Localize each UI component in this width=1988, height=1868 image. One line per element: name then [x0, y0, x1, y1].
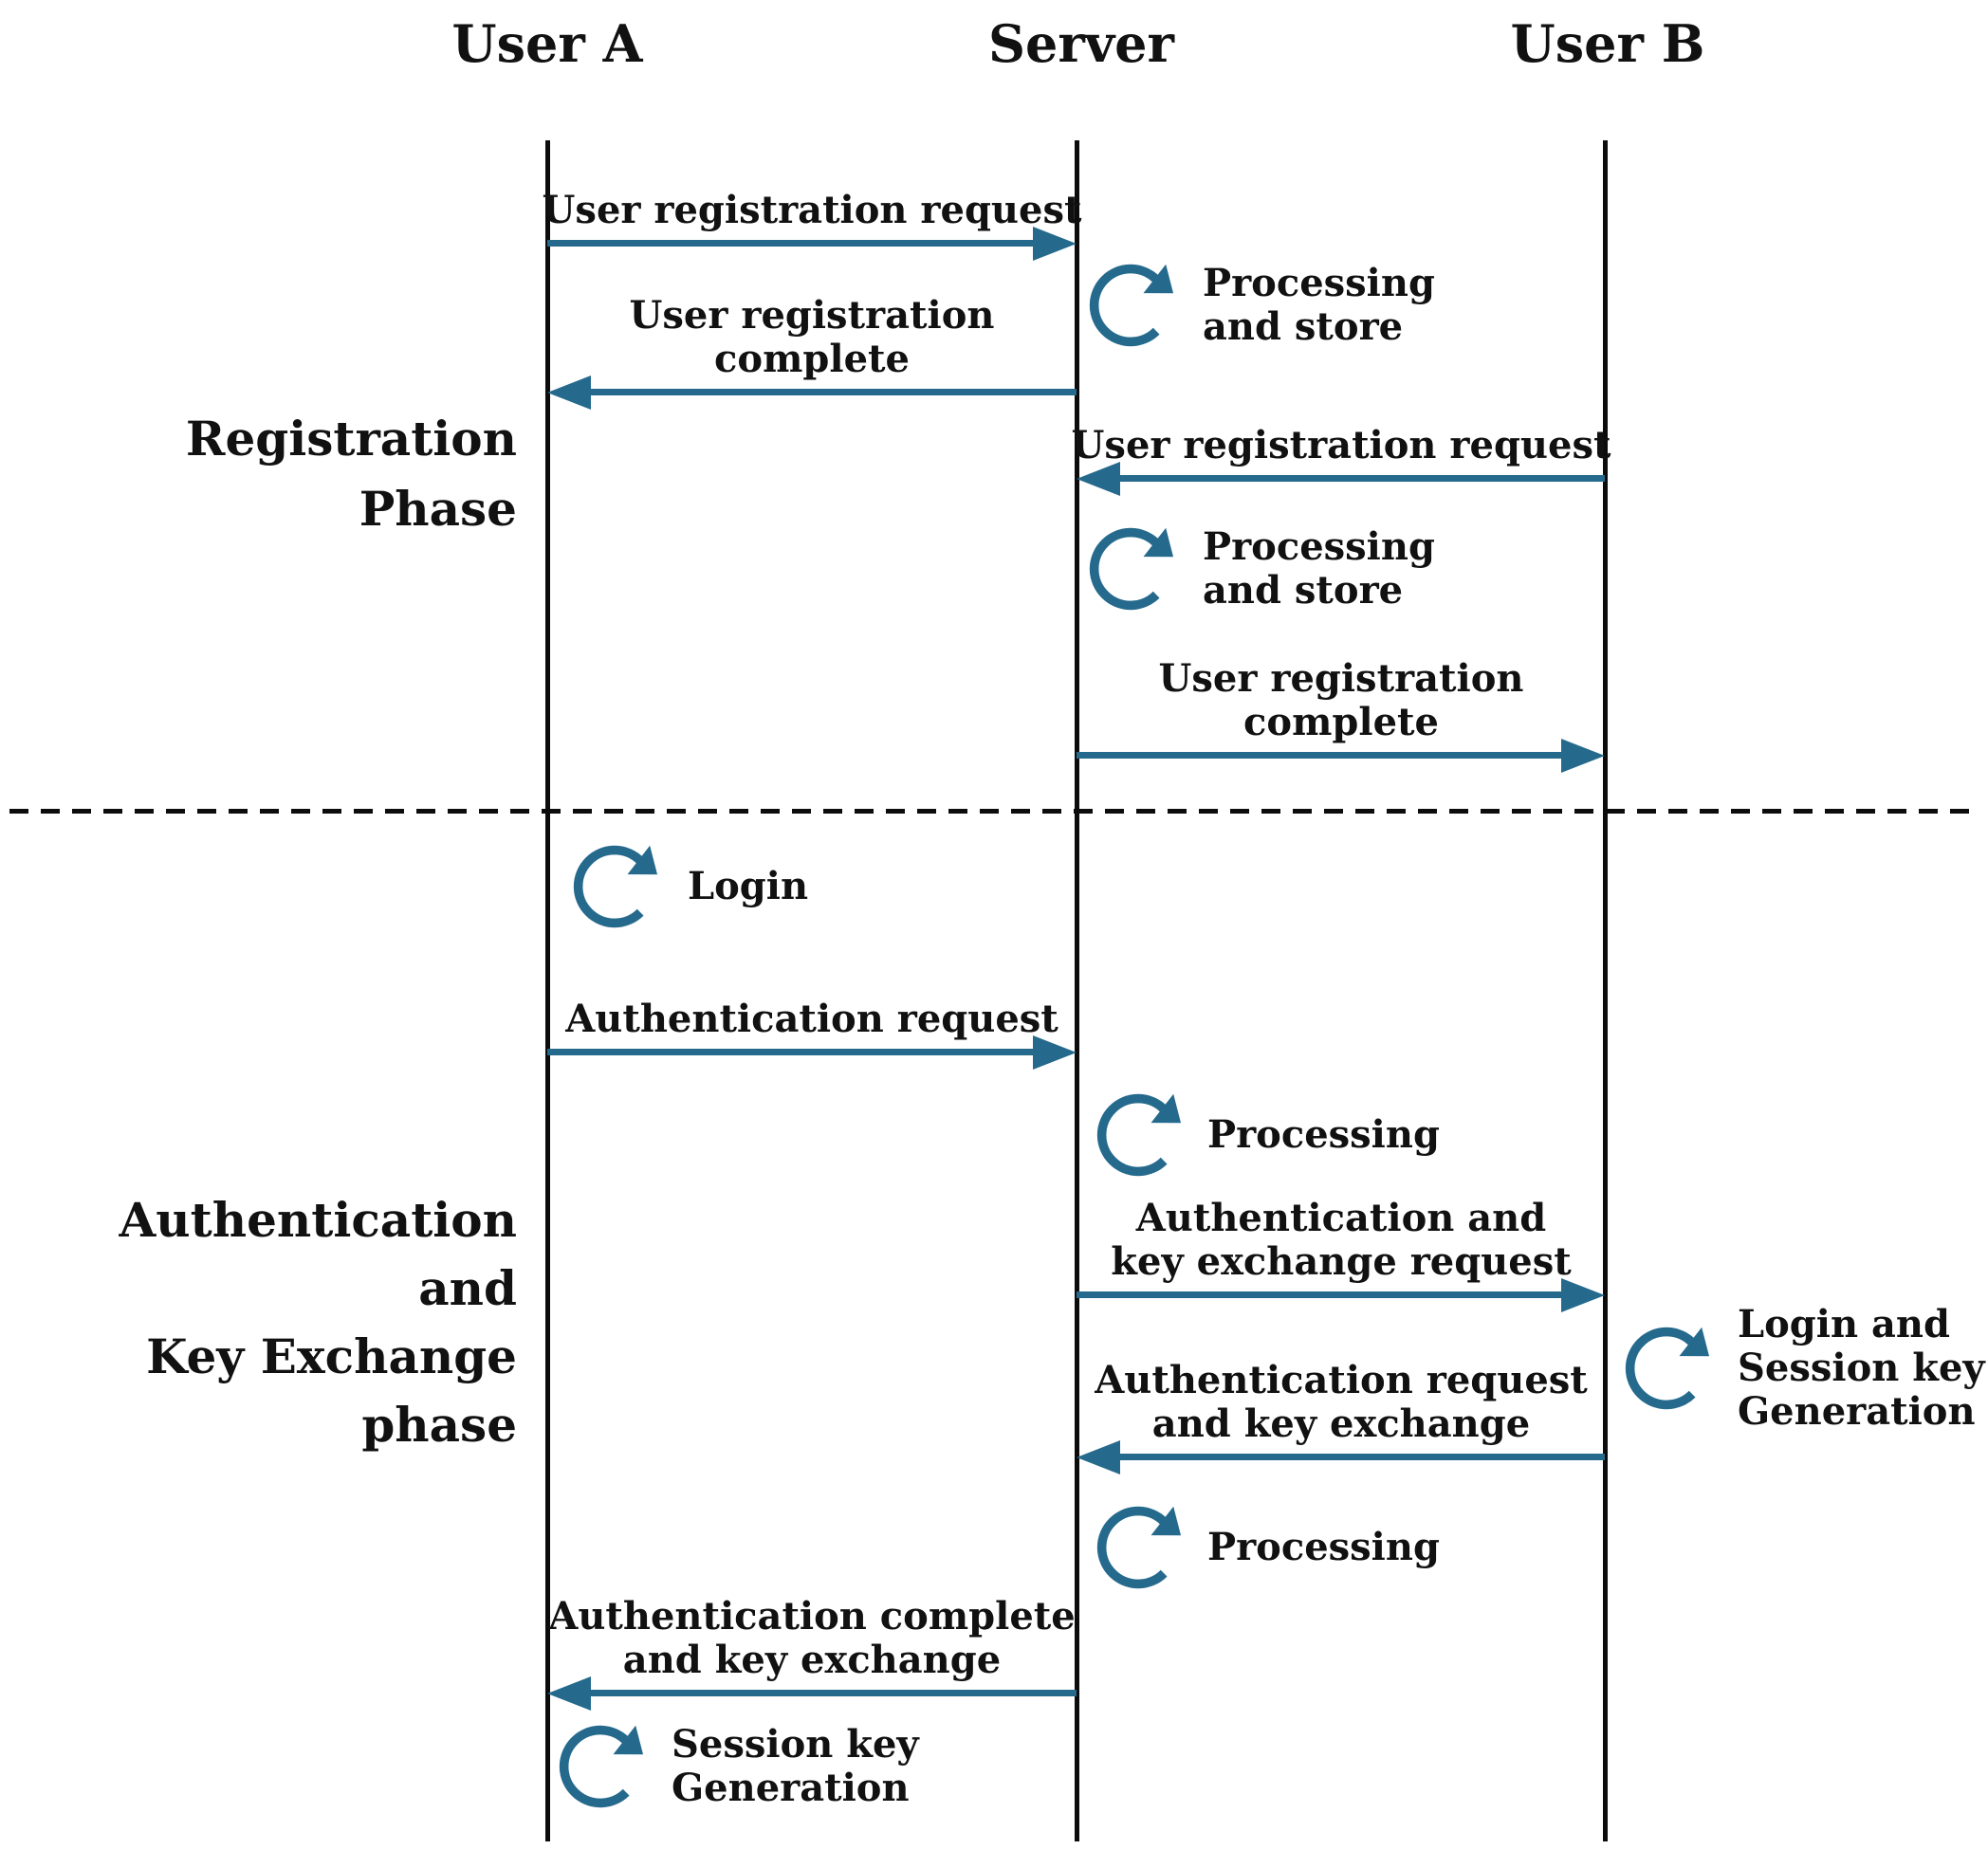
arrow-shaft — [547, 1049, 1040, 1055]
phase-label-authentication-key-exchange: Authentication and Key Exchange phase — [119, 1192, 517, 1453]
message-label: User registration complete — [629, 293, 995, 381]
arrowhead-right-icon — [1561, 1278, 1605, 1312]
loop-arrow-icon — [1093, 1502, 1184, 1593]
loop-arrow-icon — [569, 841, 660, 932]
arrow-shaft — [1077, 752, 1569, 759]
message-label: Authentication complete and key exchange — [548, 1594, 1076, 1682]
message-label: User registration request — [542, 188, 1082, 232]
self-action-label: Processing and store — [1203, 524, 1435, 613]
loop-arrow-icon — [1085, 260, 1176, 351]
message-arrow-auth-request-key-exchange-b-to-s — [1077, 1440, 1605, 1474]
self-action-label: Processing and store — [1203, 261, 1435, 349]
arrow-shaft — [1113, 475, 1605, 482]
self-action-label: Processing — [1207, 1112, 1440, 1157]
arrowhead-left-icon — [1077, 462, 1120, 496]
arrow-shaft — [547, 240, 1040, 247]
message-arrow-user-registration-complete-s-to-b — [1077, 739, 1605, 773]
message-label: User registration request — [1071, 423, 1611, 467]
message-arrow-user-registration-complete-s-to-a — [547, 375, 1077, 410]
message-label: Authentication request and key exchange — [1095, 1358, 1588, 1446]
message-arrow-auth-key-exchange-request-s-to-b — [1077, 1278, 1605, 1312]
message-label: Authentication and key exchange request — [1111, 1196, 1572, 1284]
lifeline-user-b — [1603, 140, 1608, 1841]
arrow-shaft — [1077, 1291, 1569, 1298]
message-arrow-user-registration-request-a-to-s — [547, 227, 1077, 261]
arrowhead-right-icon — [1033, 1035, 1077, 1070]
arrowhead-right-icon — [1561, 739, 1605, 773]
arrowhead-left-icon — [1077, 1440, 1120, 1474]
arrowhead-left-icon — [547, 375, 591, 410]
message-label: Authentication request — [565, 997, 1058, 1041]
loop-arrow-icon — [555, 1721, 646, 1812]
arrowhead-right-icon — [1033, 227, 1077, 261]
arrowhead-left-icon — [547, 1676, 591, 1711]
phase-divider-dashed-line — [9, 809, 1979, 814]
message-arrow-auth-complete-key-exchange-s-to-a — [547, 1676, 1077, 1711]
actor-user-b-label: User B — [1510, 13, 1705, 74]
loop-arrow-icon — [1621, 1323, 1712, 1414]
self-action-label: Login — [688, 864, 809, 908]
self-action-label: Session key Generation — [672, 1722, 919, 1810]
message-label: User registration complete — [1158, 656, 1524, 744]
actor-server-label: Server — [988, 13, 1174, 74]
message-arrow-authentication-request-a-to-s — [547, 1035, 1077, 1070]
self-action-label: Processing — [1207, 1525, 1440, 1569]
arrow-shaft — [583, 1690, 1077, 1696]
loop-arrow-icon — [1085, 523, 1176, 614]
loop-arrow-icon — [1093, 1090, 1184, 1181]
arrow-shaft — [583, 389, 1077, 395]
arrow-shaft — [1113, 1454, 1605, 1460]
phase-label-registration: Registration Phase — [185, 411, 517, 537]
self-action-label: Login and Session key Generation — [1738, 1302, 1985, 1434]
actor-user-a-label: User A — [451, 13, 643, 74]
message-arrow-user-registration-request-b-to-s — [1077, 462, 1605, 496]
lifeline-user-a — [545, 140, 550, 1841]
lifeline-server — [1075, 140, 1079, 1841]
